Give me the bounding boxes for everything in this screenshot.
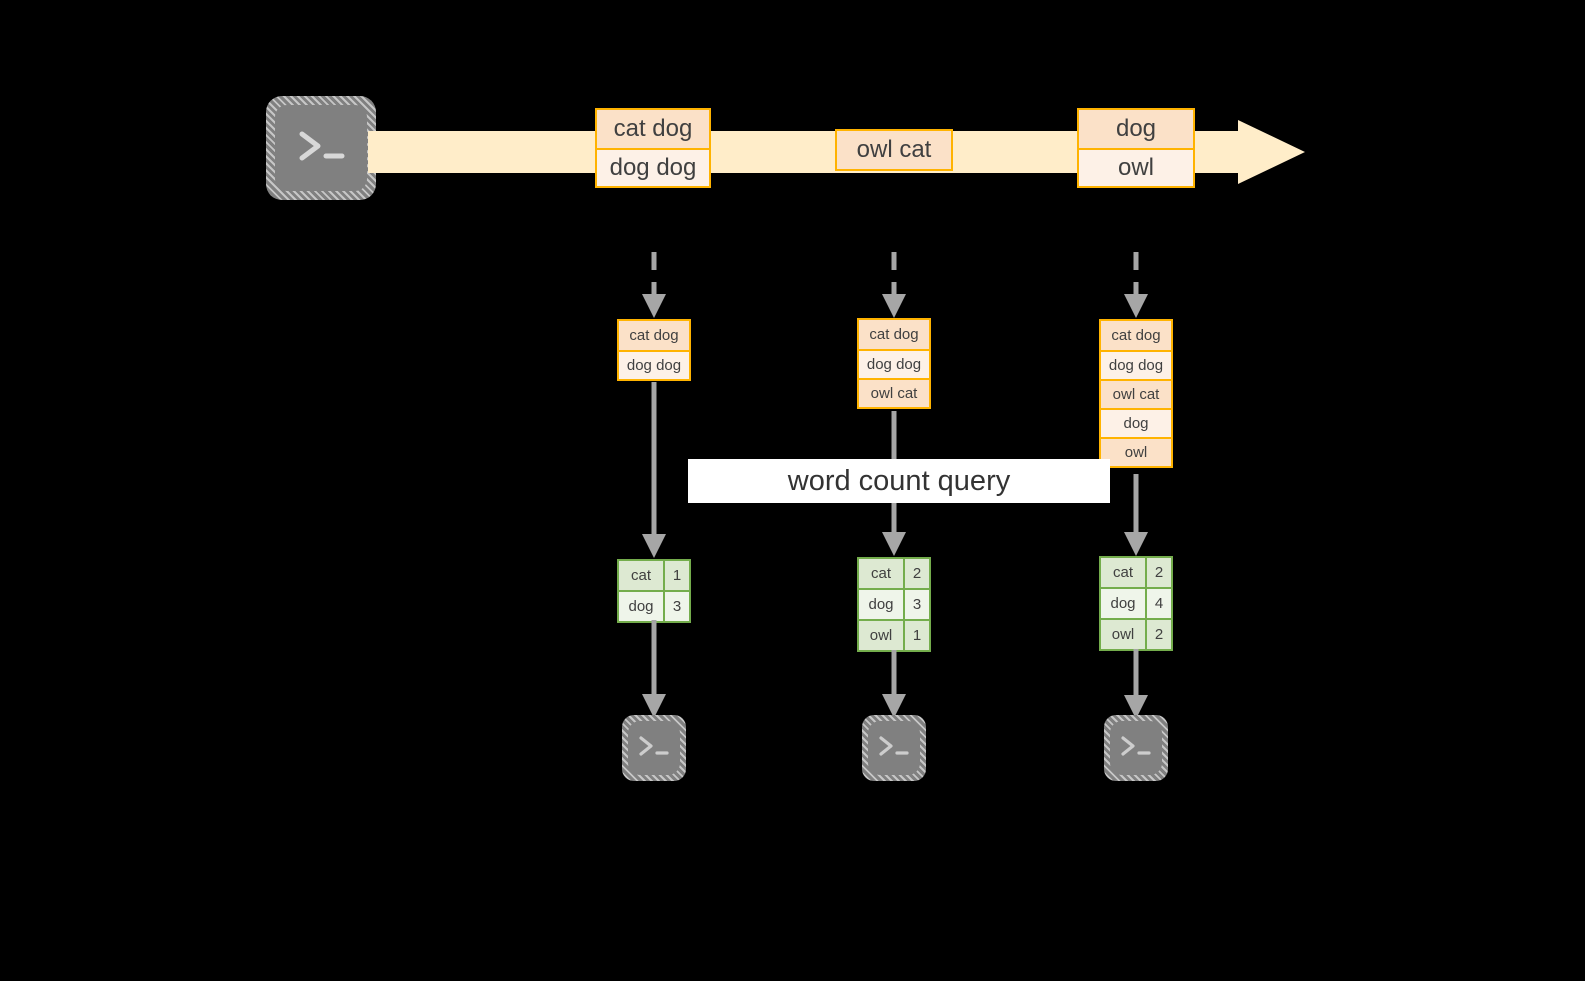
stream-record-3-line-1: dog xyxy=(1079,110,1193,148)
table-row: dog 3 xyxy=(859,588,929,619)
result-word: cat xyxy=(859,559,903,588)
result-count: 3 xyxy=(663,592,689,621)
sink-terminal-body xyxy=(628,721,680,775)
result-word: dog xyxy=(619,592,663,621)
table-row: dog 3 xyxy=(619,590,689,621)
terminal-prompt-glyph xyxy=(299,131,345,161)
stream-record-1-line-2: dog dog xyxy=(597,148,709,186)
result-word: dog xyxy=(1101,589,1145,618)
snapshot-2-result-table: cat 2 dog 3 owl 1 xyxy=(857,557,931,652)
source-terminal-body xyxy=(275,105,367,191)
table-row: cat 1 xyxy=(619,561,689,590)
snapshot-3-input-row: owl xyxy=(1101,437,1171,466)
snapshot-3-input-buffer: cat dog dog dog owl cat dog owl xyxy=(1099,319,1173,468)
terminal-prompt-glyph xyxy=(639,736,669,756)
snapshot-1-query-arrow xyxy=(642,382,666,558)
dashed-connector-3 xyxy=(1124,252,1148,318)
snapshot-3-input-row: owl cat xyxy=(1101,379,1171,408)
result-count: 2 xyxy=(1145,558,1171,587)
snapshot-3-sink-arrow xyxy=(1124,649,1148,719)
table-row: owl 1 xyxy=(859,619,929,650)
result-word: owl xyxy=(1101,620,1145,649)
snapshot-1-sink-arrow xyxy=(642,620,666,718)
sink-terminal-body xyxy=(868,721,920,775)
snapshot-1-input-buffer: cat dog dog dog xyxy=(617,319,691,381)
dashed-connector-2 xyxy=(882,252,906,318)
result-count: 1 xyxy=(903,621,929,650)
snapshot-3-result-table: cat 2 dog 4 owl 2 xyxy=(1099,556,1173,651)
table-row: dog 4 xyxy=(1101,587,1171,618)
snapshot-2-input-buffer: cat dog dog dog owl cat xyxy=(857,318,931,409)
snapshot-3-input-row: dog dog xyxy=(1101,350,1171,379)
snapshot-1-result-table: cat 1 dog 3 xyxy=(617,559,691,623)
stream-record-1-line-1: cat dog xyxy=(597,110,709,148)
table-row: cat 2 xyxy=(1101,558,1171,587)
query-label: word count query xyxy=(688,459,1110,503)
result-word: cat xyxy=(1101,558,1145,587)
snapshot-2-input-row: cat dog xyxy=(859,320,929,349)
snapshot-2-sink-arrow xyxy=(882,650,906,718)
stream-record-1: cat dog dog dog xyxy=(595,108,711,188)
terminal-prompt-glyph xyxy=(879,736,909,756)
snapshot-3-sink-terminal-icon xyxy=(1104,715,1168,781)
result-word: cat xyxy=(619,561,663,590)
result-count: 3 xyxy=(903,590,929,619)
stream-record-2: owl cat xyxy=(835,129,953,171)
result-count: 4 xyxy=(1145,589,1171,618)
snapshot-1-input-row: dog dog xyxy=(619,350,689,379)
result-count: 2 xyxy=(1145,620,1171,649)
sink-terminal-body xyxy=(1110,721,1162,775)
result-count: 1 xyxy=(663,561,689,590)
stream-record-3-line-2: owl xyxy=(1079,148,1193,186)
snapshot-2-sink-terminal-icon xyxy=(862,715,926,781)
snapshot-2-input-row: dog dog xyxy=(859,349,929,378)
snapshot-2-input-row: owl cat xyxy=(859,378,929,407)
result-word: dog xyxy=(859,590,903,619)
snapshot-1-sink-terminal-icon xyxy=(622,715,686,781)
snapshot-3-query-arrow xyxy=(1124,474,1148,556)
result-word: owl xyxy=(859,621,903,650)
snapshot-3-input-row: dog xyxy=(1101,408,1171,437)
table-row: cat 2 xyxy=(859,559,929,588)
snapshot-1-input-row: cat dog xyxy=(619,321,689,350)
result-count: 2 xyxy=(903,559,929,588)
source-terminal-icon xyxy=(266,96,376,200)
dashed-connector-1 xyxy=(642,252,666,318)
stream-record-2-line-1: owl cat xyxy=(837,131,951,169)
terminal-prompt-glyph xyxy=(1121,736,1151,756)
stream-record-3: dog owl xyxy=(1077,108,1195,188)
snapshot-3-input-row: cat dog xyxy=(1101,321,1171,350)
table-row: owl 2 xyxy=(1101,618,1171,649)
